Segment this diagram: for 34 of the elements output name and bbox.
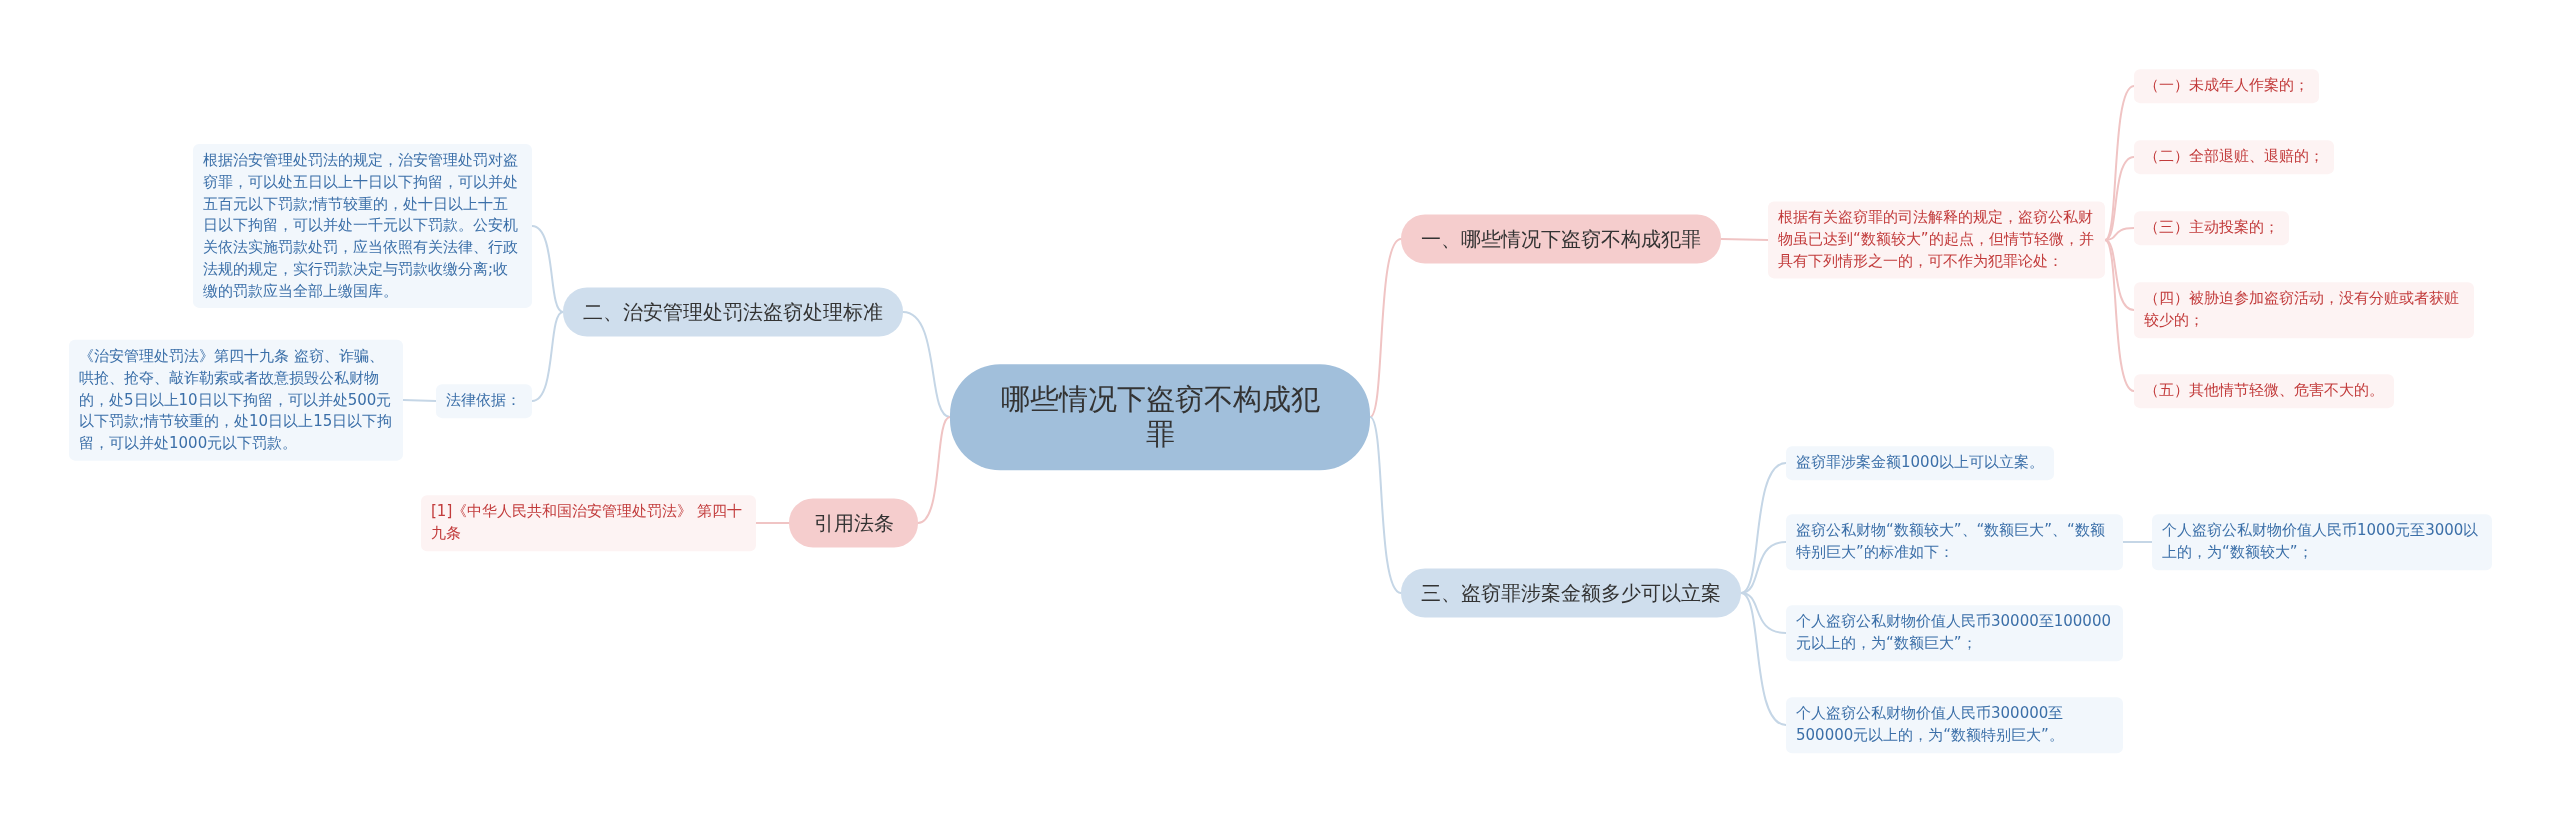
note-card: 根据有关盗窃罪的司法解释的规定，盗窃公私财物虽已达到“数额较大”的起点，但情节轻微，并具有下列情形之一的，可不作为犯罪论处：: [1768, 201, 2105, 279]
topic-pill: 一、哪些情况下盗窃不构成犯罪: [1401, 214, 1721, 264]
connector-line: [2104, 239, 2135, 311]
connector-line: [402, 399, 437, 402]
topic-pill: 引用法条: [789, 498, 918, 548]
note-card: 个人盗窃公私财物价值人民币30000至100000元以上的，为“数额巨大”；: [1786, 605, 2123, 661]
connector-line: [917, 416, 951, 524]
connector-line: [2104, 239, 2135, 392]
connector-line: [755, 522, 790, 524]
note-card: （五）其他情节轻微、危害不大的。: [2134, 374, 2394, 408]
note-card: 《治安管理处罚法》第四十九条 盗窃、诈骗、哄抢、抢夺、敲诈勒索或者故意损毁公私财物的，处5日以上10日以下拘留，可以并处500元以下罚款;情节较重的，处10日以上15日以下拘留，可以并处1000元以下罚款。: [69, 339, 403, 461]
connector-line: [531, 225, 564, 313]
topic-pill: 二、治安管理处罚法盗窃处理标准: [563, 287, 903, 337]
connector-line: [1369, 416, 1402, 594]
connector-line: [531, 311, 564, 402]
note-card: 盗窃罪涉案金额1000以上可以立案。: [1786, 446, 2055, 480]
note-card: （四）被胁迫参加盗窃活动，没有分赃或者获赃较少的；: [2134, 282, 2474, 338]
note-card: 根据治安管理处罚法的规定，治安管理处罚对盗窃罪，可以处五日以上十日以下拘留，可以并处五百元以下罚款;情节较重的，处十日以上十五日以下拘留，可以并处一千元以下罚款。公安机关依法实施罚款处罚，应当依照有关法律、行政法规的规定，实行罚款决定与罚款收缴分离;收缴的罚款应当全部上缴国库。: [193, 143, 532, 309]
connector-line: [1720, 238, 1769, 241]
connector-line: [1740, 592, 1787, 726]
note-card: [1]《中华人民共和国治安管理处罚法》 第四十九条: [421, 495, 756, 551]
connector-line: [1369, 238, 1402, 418]
note-card: （一）未成年人作案的；: [2134, 69, 2319, 103]
note-card: 法律依据：: [436, 384, 532, 418]
note-card: （二）全部退赃、退赔的；: [2134, 140, 2334, 174]
connector-line: [2122, 541, 2153, 543]
note-card: （三）主动投案的；: [2134, 211, 2289, 245]
topic-pill: 三、盗窃罪涉案金额多少可以立案: [1401, 568, 1741, 618]
note-card: 个人盗窃公私财物价值人民币300000至500000元以上的，为“数额特别巨大”。: [1786, 697, 2123, 753]
central-topic: 哪些情况下盗窃不构成犯罪: [950, 364, 1370, 470]
note-card: 个人盗窃公私财物价值人民币1000元至3000以上的，为“数额较大”；: [2152, 514, 2492, 570]
connector-line: [1740, 462, 1787, 594]
connector-line: [902, 311, 951, 418]
note-card: 盗窃公私财物“数额较大”、“数额巨大”、“数额特别巨大”的标准如下：: [1786, 514, 2123, 570]
